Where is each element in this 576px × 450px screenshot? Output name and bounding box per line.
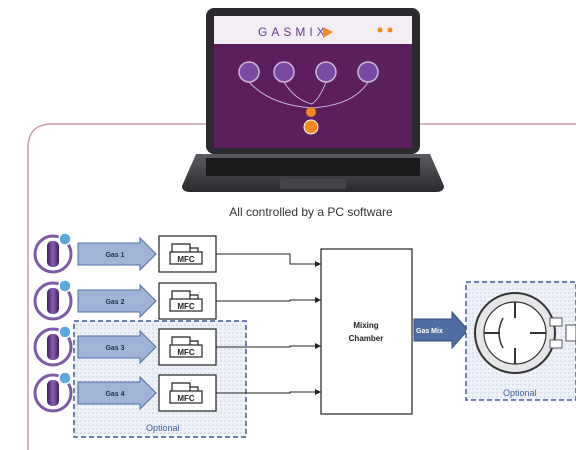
gas-line-3: Gas 3 MFC: [33, 325, 321, 367]
mfc-label: MFC: [177, 255, 195, 264]
mfc-block: MFC: [158, 235, 217, 273]
app-mixer-icon: [306, 107, 316, 117]
mfc-label: MFC: [177, 348, 195, 357]
gas-line-1: Gas 1 MFC: [33, 232, 321, 274]
flow-line: [216, 391, 321, 394]
caption: All controlled by a PC software: [229, 205, 393, 219]
gas-label: Gas 3: [105, 345, 124, 352]
laptop: GASMIX: [182, 8, 444, 192]
window-control-icon[interactable]: [377, 27, 383, 33]
app-brand: GASMIX: [258, 25, 329, 39]
optional-label-left: Optional: [146, 423, 180, 433]
mfc-label: MFC: [177, 302, 195, 311]
gas-line-4: Gas 4 MFC: [33, 371, 321, 413]
mfc-block: MFC: [158, 374, 217, 412]
mfc-block: MFC: [158, 282, 217, 320]
gas-label: Gas 4: [105, 391, 124, 398]
mfc-block: MFC: [158, 328, 217, 366]
gas-arrow: [77, 283, 157, 319]
selector-valve-icon: [474, 292, 576, 374]
system-frame: [27, 123, 576, 450]
gas-mix-label: Gas Mix: [416, 328, 443, 335]
chamber-label-line2: Chamber: [349, 334, 384, 343]
brand-logo-icon: [323, 27, 333, 38]
gas-label: Gas 2: [105, 299, 124, 306]
flow-line: [216, 253, 321, 265]
gas-line-2: Gas 2 MFC: [33, 279, 321, 321]
gas-mix-arrow: Gas Mix: [413, 310, 469, 350]
gas-cylinder-icon: [33, 279, 73, 321]
gas-cylinder-icon: [33, 371, 73, 413]
gas-arrow: [77, 375, 157, 411]
optional-label-right: Optional: [503, 388, 537, 398]
mfc-label: MFC: [177, 394, 195, 403]
chamber-label-line1: Mixing: [353, 321, 378, 330]
gas-arrow: [77, 329, 157, 365]
flow-line: [216, 299, 321, 302]
flow-line: [216, 345, 321, 348]
gas-cylinder-icon: [33, 325, 73, 367]
mixing-chamber: [320, 248, 413, 415]
gas-cylinder-icon: [33, 232, 73, 274]
window-control-icon[interactable]: [387, 27, 393, 33]
gas-label: Gas 1: [105, 252, 124, 259]
gas-arrow: [77, 236, 157, 272]
app-output-icon: [303, 119, 319, 135]
